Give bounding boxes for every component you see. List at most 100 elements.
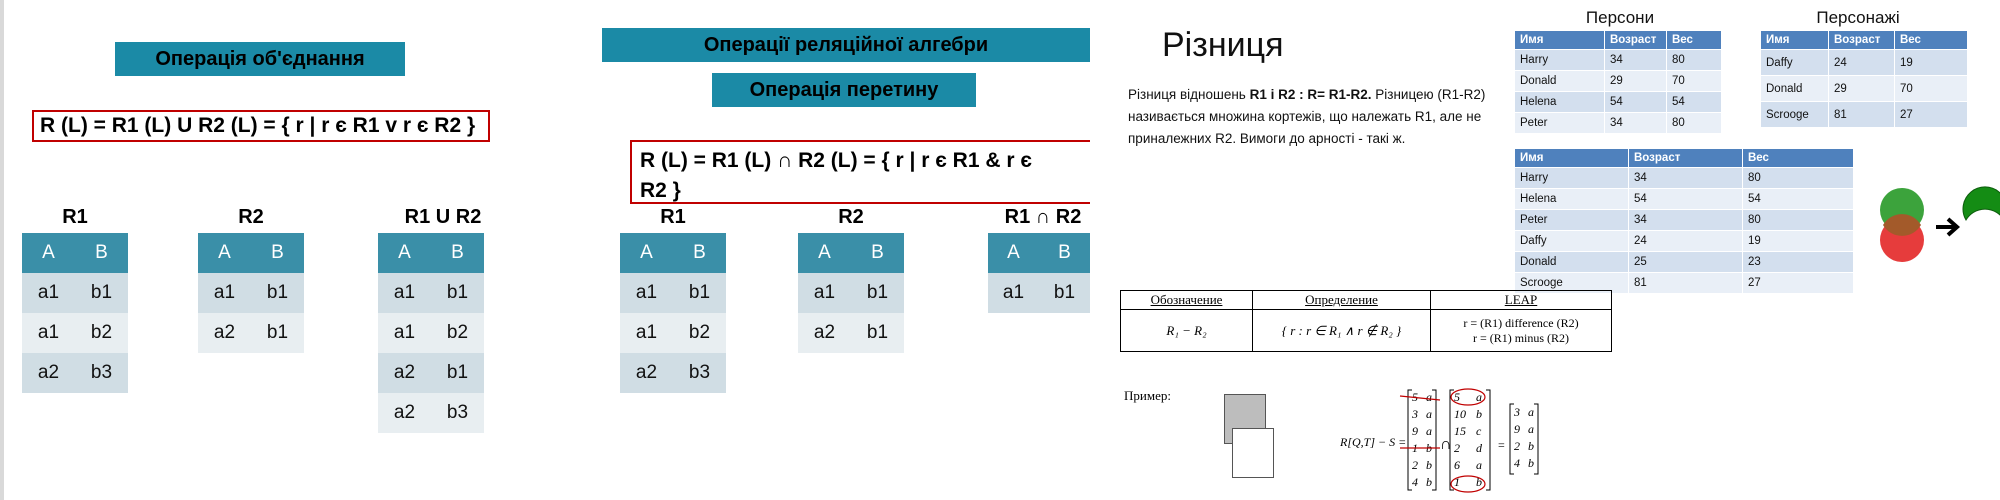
intersection-result-label: R1 ∩ R2	[1004, 206, 1082, 228]
table-header: B	[673, 233, 726, 273]
right-matrix-cell: 15	[1454, 424, 1466, 438]
left-matrix: 5a3a9a1b2b4b	[1411, 390, 1432, 489]
left-matrix-cell: 9	[1412, 424, 1418, 438]
left-matrix-cell: a	[1426, 424, 1432, 438]
equals-symbol: =	[1498, 438, 1505, 452]
right-matrix-cell: 10	[1454, 407, 1466, 421]
right-matrix-cell: b	[1476, 407, 1482, 421]
right-matrix-cell: 2	[1454, 441, 1460, 455]
left-matrix-cell: 2	[1412, 458, 1418, 472]
square-front	[1232, 428, 1274, 478]
result-matrix-cell: b	[1528, 456, 1534, 470]
example-matrix-expression: R[Q,T] − S = 5a3a9a1b2b4b ∩ 5a10b15c2d6a…	[1340, 388, 1539, 493]
notation-header: Обозначение	[1120, 290, 1253, 310]
right-matrix-cell: a	[1476, 390, 1482, 404]
intersection-r1-label: R1	[660, 206, 686, 228]
table-header: B	[1039, 233, 1090, 273]
result-matrix-cell: 2	[1514, 439, 1520, 453]
table-header: B	[851, 233, 904, 273]
bracket-right-open	[1449, 389, 1454, 491]
right-matrix-cell: d	[1476, 441, 1483, 455]
bracket-result-close	[1534, 403, 1539, 475]
result-matrix-cell: 3	[1513, 405, 1520, 419]
characters-caption: Персонажі	[1816, 8, 1900, 27]
intersection-r2-label: R2	[838, 206, 864, 228]
highlight-top-ellipse	[1450, 388, 1486, 406]
result-matrix-cell: b	[1528, 439, 1534, 453]
table-row: R₁ − R₂ { r : r ∈ R₁ ∧ r ∉ R₂ } r = (R1)…	[1120, 309, 1612, 352]
arrow-right-icon	[1936, 217, 1961, 237]
strike-line-top	[1399, 395, 1441, 401]
intersection-slide: Операції реляційної алгебри Операція пер…	[570, 0, 1090, 500]
table-header: B	[75, 233, 128, 273]
bracket-left-open	[1407, 389, 1412, 491]
left-matrix-cell: a	[1426, 407, 1432, 421]
union-slide: Операція об'єднання R (L) = R1 (L) U R2 …	[0, 0, 570, 500]
table-header: A	[620, 233, 673, 273]
union-result-label: R1 U R2	[404, 206, 482, 228]
right-matrix-cell: b	[1476, 475, 1482, 489]
left-matrix-cell: 3	[1411, 407, 1418, 421]
right-matrix-cell: 5	[1454, 390, 1460, 404]
difference-reference-table: Обозначение Определение LEAP R₁ − R₂ { r…	[1120, 290, 1612, 352]
leap-cell: r = (R1) difference (R2) r = (R1) minus …	[1430, 309, 1612, 352]
difference-venn-illustration	[1880, 186, 2000, 262]
highlight-bottom-ellipse	[1450, 475, 1486, 493]
table-header: A	[798, 233, 851, 273]
result-matrix-cell: a	[1528, 422, 1534, 436]
left-matrix-cell: b	[1426, 475, 1432, 489]
union-r2-label: R2	[238, 206, 264, 228]
union-formula: R (L) = R1 (L) U R2 (L) = { r | r є R1 v…	[32, 110, 490, 142]
intersection-formula: R (L) = R1 (L) ∩ R2 (L) = { r | r є R1 &…	[630, 140, 1090, 204]
difference-title: Різниця	[1162, 26, 1284, 64]
table-header: A	[22, 233, 75, 273]
result-matrix-cell: a	[1528, 405, 1534, 419]
left-matrix-cell: 4	[1412, 475, 1418, 489]
right-matrix-cell: c	[1476, 424, 1482, 438]
persons-caption: Персони	[1585, 8, 1655, 27]
difference-description: Різниця відношень R1 i R2 : R= R1-R2. Рі…	[1128, 87, 1486, 146]
slide-edge	[0, 0, 4, 500]
bracket-result-open	[1509, 403, 1514, 475]
right-matrix-cell: a	[1476, 458, 1482, 472]
example-label: Пример:	[1124, 388, 1171, 403]
result-matrix-cell: 4	[1514, 456, 1520, 470]
right-matrix-cell: 1	[1454, 475, 1460, 489]
notation-cell: R₁ − R₂	[1120, 309, 1253, 352]
table-header: B	[431, 233, 484, 273]
left-matrix-cell: b	[1426, 458, 1432, 472]
leap-header: LEAP	[1430, 290, 1612, 310]
table-header: A	[378, 233, 431, 273]
